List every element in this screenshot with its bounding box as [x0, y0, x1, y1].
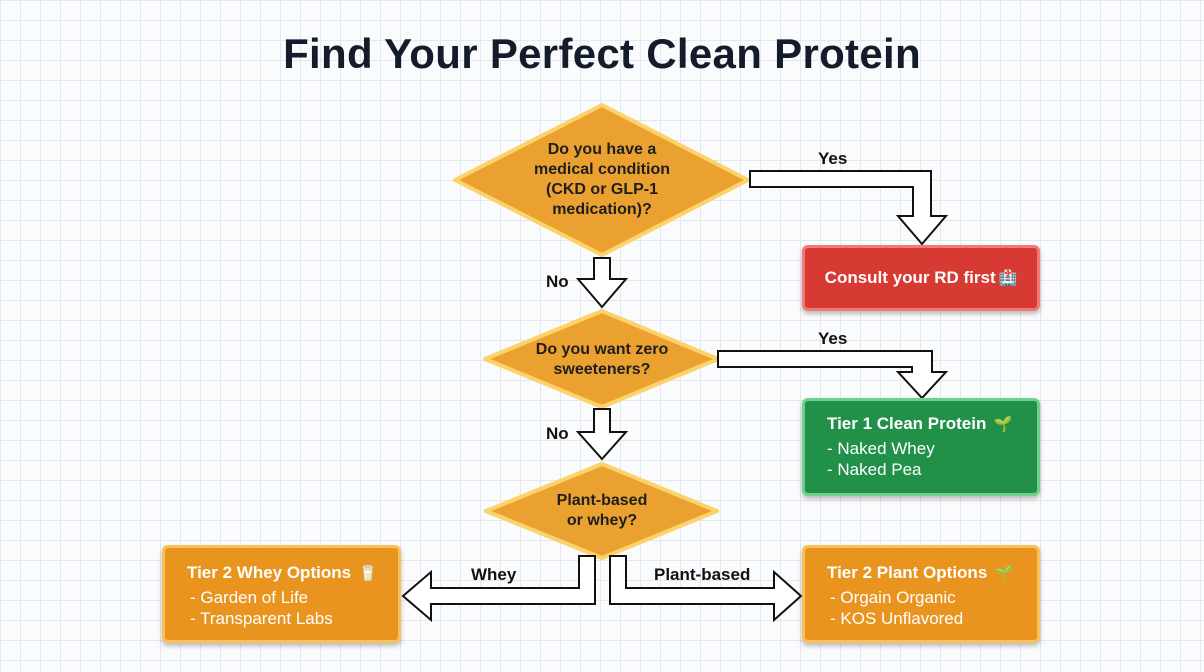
outcome-tier2-whey-title: Tier 2 Whey Options	[187, 563, 352, 582]
outcome-consult-title: Consult your RD first	[824, 268, 996, 287]
arrow-medical-no	[575, 257, 629, 309]
decision-medical-line: medication)?	[552, 201, 652, 218]
arrow-medical-yes	[749, 170, 949, 246]
decision-diamond-plant-or-whey	[484, 462, 719, 560]
outcome-tier1-item: - Naked Pea	[827, 460, 922, 479]
medical-kit-icon: 🏥	[998, 270, 1018, 287]
outcome-tier1-clean: Tier 1 Clean Protein 🌱 - Naked Whey - Na…	[802, 398, 1040, 496]
edge-label-sweeteners-no: No	[546, 424, 569, 443]
outcome-tier1-title: Tier 1 Clean Protein	[827, 414, 987, 433]
edge-label-sweeteners-yes: Yes	[818, 329, 848, 348]
decision-plant-or-whey-line: or whey?	[566, 512, 638, 529]
arrow-whey	[401, 555, 596, 623]
decision-medical-line: Do you have a	[547, 141, 657, 158]
outcome-tier2-plant-item: - Orgain Organic	[830, 588, 956, 607]
page-title: Find Your Perfect Clean Protein	[283, 30, 921, 77]
decision-sweeteners-text: Do you want zero sweeteners?	[512, 337, 692, 383]
outcome-tier2-whey-item: - Garden of Life	[190, 588, 309, 607]
decision-diamond-sweeteners	[483, 309, 720, 409]
decision-medical-line: medical condition	[533, 161, 670, 178]
decision-sweeteners-line: sweeteners?	[553, 361, 651, 378]
decision-plant-or-whey-line: Plant-based	[556, 492, 648, 509]
arrow-sweeteners-yes	[717, 350, 949, 400]
edge-label-plant-based: Plant-based	[654, 565, 751, 584]
outcome-tier2-plant: Tier 2 Plant Options 🌱 - Orgain Organic …	[802, 545, 1040, 643]
arrow-plant-based	[609, 555, 803, 623]
decision-medical-line: (CKD or GLP-1	[545, 181, 658, 198]
arrow-sweeteners-no	[575, 408, 629, 461]
outcome-tier2-whey: Tier 2 Whey Options 🥛 - Garden of Life -…	[162, 545, 401, 643]
milk-carton-icon: 🥛	[358, 565, 378, 582]
decision-diamond-medical	[453, 103, 750, 257]
outcome-tier2-plant-item: - KOS Unflavored	[830, 609, 964, 628]
seedling-icon: 🌱	[994, 565, 1014, 582]
decision-medical-text: Do you have a medical condition (CKD or …	[497, 130, 707, 230]
outcome-consult-rd: Consult your RD first 🏥	[802, 245, 1040, 311]
edge-label-medical-no: No	[546, 272, 569, 291]
decision-plant-or-whey-text: Plant-based or whey?	[522, 488, 682, 534]
seedling-icon: 🌱	[993, 416, 1013, 433]
decision-sweeteners-line: Do you want zero	[535, 341, 669, 358]
outcome-tier2-whey-item: - Transparent Labs	[190, 609, 333, 628]
edge-label-medical-yes: Yes	[818, 149, 848, 168]
outcome-tier1-item: - Naked Whey	[827, 439, 935, 458]
outcome-tier2-plant-title: Tier 2 Plant Options	[827, 563, 988, 582]
edge-label-whey: Whey	[471, 565, 517, 584]
